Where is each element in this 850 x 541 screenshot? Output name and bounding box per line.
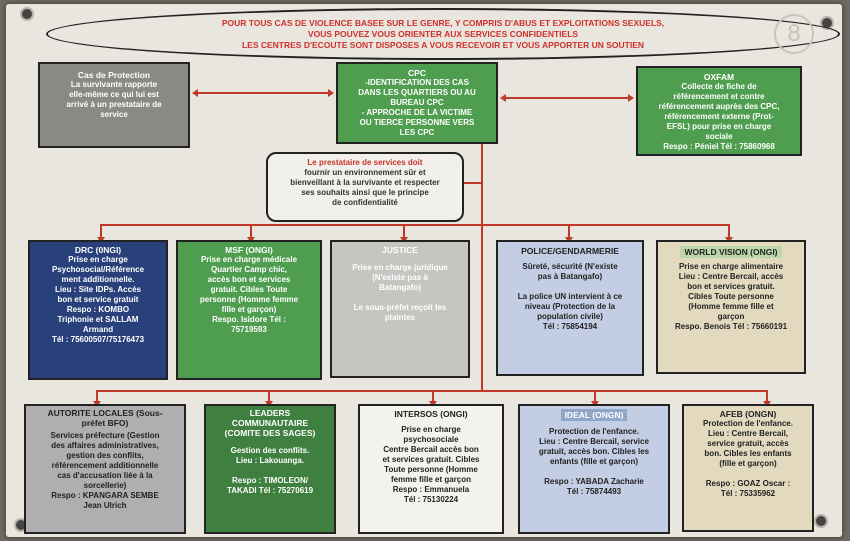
box-oxfam: OXFAM Collecte de fiche de référencement… — [636, 66, 802, 156]
box-police: POLICE/GENDARMERIE Sûreté, sécurité (N'e… — [496, 240, 644, 376]
note-title: Le prestataire de services doit — [307, 158, 423, 167]
box-contact: Respo : Péniel Tél : 75860968 — [663, 142, 775, 151]
box-body: La survivante rapporte elle-même ce qui … — [66, 80, 162, 119]
drop-ideal — [591, 390, 599, 407]
drop-drc — [97, 224, 105, 243]
drop-intersos — [429, 390, 437, 407]
box-body: Protection de l'enfance. Lieu : Centre B… — [703, 419, 793, 498]
box-body: -IDENTIFICATION DES CAS DANS LES QUARTIE… — [358, 78, 476, 137]
connector-bubble — [464, 182, 482, 184]
box-title: WORLD VISION (ONGI) — [680, 246, 782, 258]
box-body: Prise en charge Psychosocial/Référence m… — [51, 255, 145, 344]
drop-wv — [725, 224, 733, 243]
banner-line-1: POUR TOUS CAS DE VIOLENCE BASEE SUR LE G… — [221, 17, 665, 28]
box-body: Protection de l'enfance. Lieu : Centre B… — [538, 427, 650, 496]
box-title: Cas de Protection — [77, 70, 151, 80]
drop-leaders — [265, 390, 273, 407]
box-cpc: CPC -IDENTIFICATION DES CAS DANS LES QUA… — [336, 62, 498, 144]
box-body: Prise en charge juridique (N'existe pas … — [352, 263, 448, 322]
banner-line-2: VOUS POUVEZ VOUS ORIENTER AUX SERVICES C… — [307, 28, 579, 39]
box-msf: MSF (ONGI) Prise en charge médicale Quar… — [176, 240, 322, 380]
header-banner: POUR TOUS CAS DE VIOLENCE BASEE SUR LE G… — [46, 8, 840, 60]
provider-note: Le prestataire de services doit fournir … — [266, 152, 464, 222]
box-title: JUSTICE — [382, 245, 418, 255]
box-leaders: LEADERS COMMUNAUTAIRE (COMITE DES SAGES)… — [204, 404, 336, 534]
drop-police — [565, 224, 573, 243]
box-title: INTERSOS (ONGI) — [394, 409, 468, 419]
referral-poster: POUR TOUS CAS DE VIOLENCE BASEE SUR LE G… — [6, 4, 842, 537]
drop-autorite — [93, 390, 101, 407]
grommet — [20, 7, 34, 21]
arrow-cpc-oxfam — [500, 94, 634, 102]
box-autorite: AUTORITE LOCALES (Sous- préfet BFO) Serv… — [24, 404, 186, 534]
box-title: MSF (ONGI) — [225, 245, 273, 255]
box-body: Services préfecture (Gestion des affaire… — [50, 431, 160, 510]
drop-msf — [247, 224, 255, 243]
box-title: CPC — [408, 68, 426, 78]
box-title: AUTORITE LOCALES (Sous- préfet BFO) — [47, 408, 163, 428]
box-body: Gestion des conflits. Lieu : Lakouanga. … — [226, 446, 314, 495]
box-body: Collecte de fiche de référencement et co… — [658, 82, 780, 141]
box-title: POLICE/GENDARMERIE — [521, 246, 619, 256]
arrow-protection-cpc — [192, 89, 334, 97]
box-title: AFEB (ONGN) — [719, 409, 777, 419]
box-world-vision: WORLD VISION (ONGI) Prise en charge alim… — [656, 240, 806, 374]
box-title: DRC (0NGI) — [74, 245, 122, 255]
box-body: Sûreté, sécurité (N'existe pas à Batanga… — [517, 262, 623, 331]
grommet — [814, 514, 828, 528]
drop-justice — [400, 224, 408, 243]
box-title: LEADERS COMMUNAUTAIRE (COMITE DES SAGES) — [224, 408, 316, 438]
box-protection: Cas de Protection La survivante rapporte… — [38, 62, 190, 148]
drop-afeb — [763, 390, 771, 407]
box-justice: JUSTICE Prise en charge juridique (N'exi… — [330, 240, 470, 378]
logo: 8 — [774, 14, 814, 54]
box-intersos: INTERSOS (ONGI) Prise en charge psychoso… — [358, 404, 504, 534]
box-drc: DRC (0NGI) Prise en charge Psychosocial/… — [28, 240, 168, 380]
box-body: Prise en charge médicale Quartier Camp c… — [199, 255, 299, 334]
box-title: IDEAL (ONGN) — [560, 409, 628, 421]
row1-bus — [100, 224, 730, 226]
note-body: fournir un environnement sûr et bienveil… — [290, 168, 440, 207]
box-title: OXFAM — [703, 72, 735, 82]
box-body: Prise en charge alimentaire Lieu : Centr… — [674, 262, 788, 331]
box-body: Prise en charge psychosociale Centre Ber… — [382, 425, 480, 504]
box-afeb: AFEB (ONGN) Protection de l'enfance. Lie… — [682, 404, 814, 532]
box-ideal: IDEAL (ONGN) Protection de l'enfance. Li… — [518, 404, 670, 534]
banner-line-3: LES CENTRES D'ECOUTE SONT DISPOSES A VOU… — [241, 39, 645, 50]
trunk-line — [481, 144, 483, 390]
